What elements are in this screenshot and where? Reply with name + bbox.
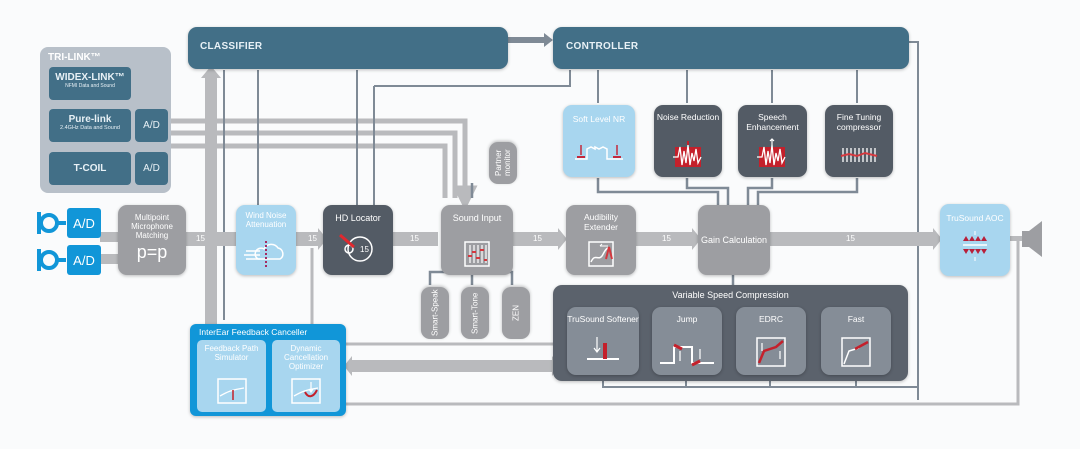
- audibility-extender-block[interactable]: Audibility Extender: [566, 205, 636, 275]
- wind-noise-title: Wind Noise Attenuation: [245, 211, 287, 229]
- mic-2-ad-label: A/D: [73, 252, 95, 268]
- feedback-path-simulator-block[interactable]: Feedback Path Simulator: [197, 340, 266, 412]
- jump-title: Jump: [676, 314, 698, 324]
- pure-link-subtitle: 2.4GHz Data and Sound: [60, 125, 120, 131]
- noise-waveform-icon: [673, 141, 702, 167]
- cancellation-optimizer-icon: [291, 378, 321, 404]
- bus-label: 15: [662, 234, 671, 243]
- soft-level-nr-block[interactable]: Soft Level NR: [563, 105, 635, 177]
- noise-reduction-block[interactable]: Noise Reduction: [654, 105, 722, 177]
- jump-block[interactable]: Jump: [652, 307, 722, 375]
- fast-icon: [841, 337, 871, 367]
- pure-link-ad: A/D: [135, 109, 168, 142]
- partner-monitor-block[interactable]: Partner monitor: [489, 142, 517, 184]
- fast-block[interactable]: Fast: [821, 307, 891, 375]
- bus-label: 15: [846, 234, 855, 243]
- controller-block[interactable]: CONTROLLER: [553, 27, 909, 69]
- trusound-softener-title: TruSound Softener: [567, 314, 639, 324]
- speech-waveform-icon: [757, 138, 786, 167]
- aoc-icon: [963, 231, 987, 261]
- speaker-icon: [1022, 221, 1042, 257]
- dynamic-cancellation-title: Dynamic Cancellation Optimizer: [283, 344, 329, 371]
- pure-link-ad-label: A/D: [143, 120, 160, 131]
- pure-link-block[interactable]: Pure-link 2.4GHz Data and Sound: [49, 109, 131, 142]
- bus-label: 15: [410, 234, 419, 243]
- sound-input-title: Sound Input: [452, 213, 502, 223]
- smart-tone-title: Smart-Tone: [470, 292, 480, 334]
- partner-monitor-title: Partner monitor: [494, 149, 512, 177]
- zen-title: ZEN: [511, 305, 521, 321]
- wind-cloud-icon: [244, 241, 284, 267]
- trusound-aoc-title: TruSound AOC: [946, 213, 1004, 223]
- fast-title: Fast: [847, 314, 865, 324]
- pure-link-title: Pure-link: [68, 114, 112, 125]
- multipoint-title: Multipoint Microphone Matching: [131, 213, 173, 240]
- feedback-path-icon: [217, 378, 247, 404]
- smart-speak-block[interactable]: Smart-Speak: [421, 287, 449, 339]
- frequency-transpose-icon: [588, 241, 614, 267]
- hd-locator-title: HD Locator: [335, 213, 381, 223]
- edrc-block[interactable]: EDRC: [736, 307, 806, 375]
- multipoint-microphone-matching-block[interactable]: Multipoint Microphone Matching p=p: [118, 205, 186, 275]
- classifier-block[interactable]: CLASSIFIER: [188, 27, 508, 69]
- edrc-title: EDRC: [758, 314, 784, 324]
- interear-title: InterEar Feedback Canceller: [199, 327, 308, 337]
- soft-level-icon: [575, 145, 623, 160]
- soft-level-nr-title: Soft Level NR: [572, 114, 626, 124]
- hd-locator-icon-text: 15: [360, 245, 369, 254]
- controller-title: CONTROLLER: [566, 41, 639, 52]
- widex-link-block[interactable]: WIDEX-LINK™ NFMI Data and Sound: [49, 67, 131, 100]
- bus-label: 15: [196, 234, 205, 243]
- audibility-title: Audibility Extender: [583, 212, 619, 232]
- bus-label: 15: [533, 234, 542, 243]
- gain-title: Gain Calculation: [700, 234, 768, 245]
- mixer-icon: [464, 241, 490, 267]
- microphone-icon: [37, 249, 66, 271]
- mic-1-ad: A/D: [67, 208, 101, 238]
- classifier-title: CLASSIFIER: [200, 41, 263, 52]
- feedback-path-title: Feedback Path Simulator: [204, 344, 259, 362]
- edrc-icon: [756, 337, 786, 367]
- t-coil-ad-label: A/D: [143, 163, 160, 174]
- microphone-icon: [37, 212, 66, 234]
- smart-tone-block[interactable]: Smart-Tone: [461, 287, 489, 339]
- zen-block[interactable]: ZEN: [502, 287, 530, 339]
- tri-link-panel: TRI-LINK™ WIDEX-LINK™ NFMI Data and Soun…: [40, 47, 171, 193]
- widex-link-title: WIDEX-LINK™: [55, 72, 125, 83]
- dynamic-cancellation-optimizer-block[interactable]: Dynamic Cancellation Optimizer: [272, 340, 340, 412]
- smart-speak-title: Smart-Speak: [430, 289, 440, 337]
- variable-speed-compression-panel: Variable Speed Compression ! TruSound So…: [553, 285, 908, 381]
- trusound-aoc-block[interactable]: TruSound AOC: [940, 204, 1010, 276]
- speech-enhancement-title: Speech Enhancement: [746, 112, 799, 132]
- gain-calculation-block[interactable]: Gain Calculation: [698, 205, 770, 275]
- noise-reduction-title: Noise Reduction: [656, 112, 720, 122]
- bus-label: 15: [308, 234, 317, 243]
- sound-input-block[interactable]: Sound Input: [441, 205, 513, 275]
- wind-noise-attenuation-block[interactable]: Wind Noise Attenuation: [236, 205, 296, 275]
- mic-1-ad-label: A/D: [73, 215, 95, 231]
- microphone-1: A/D: [36, 208, 101, 238]
- tri-link-title: TRI-LINK™: [48, 52, 101, 63]
- softener-icon: [587, 337, 619, 360]
- head-locator-icon: 15: [339, 233, 373, 262]
- hd-locator-block[interactable]: HD Locator 15: [323, 205, 393, 275]
- fine-tuning-compressor-block[interactable]: Fine Tuning compressor: [825, 105, 893, 177]
- t-coil-title: T-COIL: [73, 163, 107, 174]
- trusound-softener-block[interactable]: TruSound Softener: [567, 307, 639, 375]
- mic-2-ad: A/D: [67, 245, 101, 275]
- widex-link-subtitle: NFMI Data and Sound: [65, 83, 115, 89]
- t-coil-block[interactable]: T-COIL: [49, 152, 131, 185]
- jump-icon: [660, 343, 714, 367]
- speech-enhancement-block[interactable]: Speech Enhancement: [738, 105, 807, 177]
- vsc-title: Variable Speed Compression: [672, 290, 789, 300]
- interear-feedback-canceller-panel: InterEar Feedback Canceller Feedback Pat…: [190, 324, 346, 416]
- fine-tuning-icon: [840, 148, 878, 162]
- mic-matching-symbol: p=p: [136, 242, 168, 262]
- fine-tuning-title: Fine Tuning compressor: [836, 112, 882, 132]
- microphone-2: A/D: [36, 245, 101, 275]
- t-coil-ad: A/D: [135, 152, 168, 185]
